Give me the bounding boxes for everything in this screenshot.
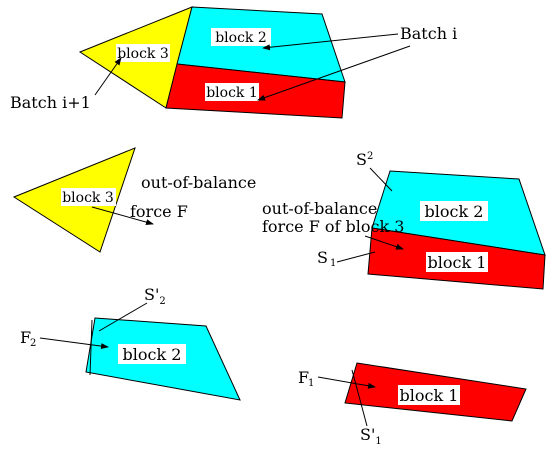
f1-subscript: 1 (308, 378, 314, 389)
oob-label-line1: out-of-balance (141, 173, 256, 192)
block3-force-group: block 3 out-of-balance force F (12, 147, 256, 253)
block2-force-group: block 2 S'2 F 2 (20, 285, 241, 401)
mid-block1-label-box (426, 252, 488, 272)
batch-i1-arrow (94, 57, 122, 96)
s1prime-label: S'1 (360, 425, 382, 447)
oob-block3-line2: force F of block 3 (262, 217, 404, 236)
mid-block2-label-box (420, 201, 488, 221)
s2-leader (369, 167, 393, 192)
batch-i1-label: Batch i+1 (10, 93, 91, 112)
blocks12-surfaces-group: block 2 block 1 S2 out-of-balance force … (262, 150, 546, 290)
s2-subscript: 2 (367, 151, 373, 162)
s1-leader (336, 251, 376, 263)
bottom-block2-label-box (118, 344, 186, 364)
mid-block2-label: block 2 (425, 202, 484, 221)
top-block3-label-box (116, 44, 170, 62)
s1prime-leader (351, 369, 368, 427)
batch-i-arrow-to-block1 (257, 45, 411, 101)
f2-label: F (20, 328, 31, 347)
s2prime-surface-line (89, 319, 93, 376)
s2prime-leader (98, 302, 148, 332)
block3-label: block 3 (62, 190, 114, 206)
block3-label-box (61, 188, 116, 206)
top-block2-label: block 2 (215, 30, 267, 46)
force-f-block3-arrow (364, 235, 404, 250)
s1-subscript: 1 (330, 258, 336, 269)
bottom-block1-label: block 1 (400, 386, 459, 405)
top-batch-group: block 3 block 2 block 1 Batch i Batch i+… (10, 6, 457, 119)
s2-label: S2 (356, 150, 373, 169)
f1-label: F (298, 368, 309, 387)
bottom-block2-label: block 2 (123, 345, 182, 364)
top-block1-label-box (205, 83, 259, 101)
oob-label-line2: force F (130, 202, 188, 221)
f1-arrow (317, 376, 376, 389)
block1-force-group: block 1 F 1 S'1 (298, 362, 527, 447)
batch-i-arrow-to-block2 (262, 33, 399, 51)
s2prime-subscript: 2 (159, 296, 165, 307)
s1-label: S (317, 248, 328, 267)
bottom-block1-label-box (398, 385, 460, 405)
s2prime-label: S'2 (144, 285, 166, 307)
oob-block3-line1: out-of-balance (262, 199, 377, 218)
top-block3-label: block 3 (117, 46, 169, 62)
f2-subscript: 2 (30, 338, 36, 349)
top-block2-label-box (211, 28, 271, 46)
force-f-arrow (91, 206, 154, 226)
top-block1-label: block 1 (206, 85, 258, 101)
batch-i-label: Batch i (400, 24, 457, 43)
s1prime-subscript: 1 (375, 436, 381, 447)
f2-arrow (39, 337, 109, 350)
mid-block1-label: block 1 (428, 253, 487, 272)
